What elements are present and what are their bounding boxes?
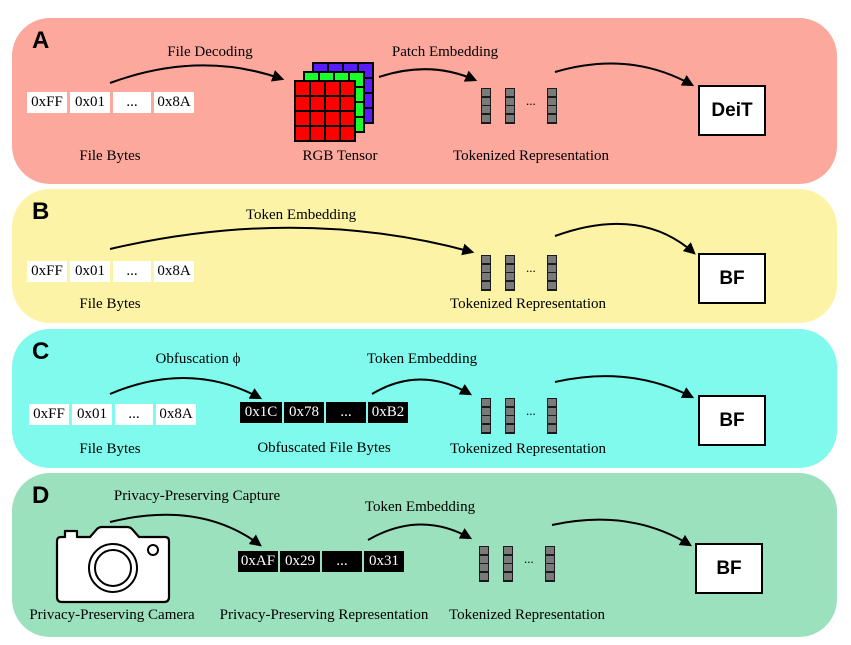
step-label-token-embedding: Token Embedding <box>364 499 476 515</box>
byte-cell: 0x29 <box>280 551 320 572</box>
panel-letter: B <box>32 198 50 225</box>
byte-cell: 0xB2 <box>368 402 408 423</box>
arrow-token-embedding <box>109 226 475 256</box>
byte-cell: ... <box>115 404 153 425</box>
intermediate-label: Obfuscated File Bytes <box>257 440 391 456</box>
token-column-icon <box>481 88 491 124</box>
token-column-icon <box>545 546 555 582</box>
byte-cell: ... <box>326 402 366 423</box>
byte-cell: ... <box>322 551 362 572</box>
token-column-icon <box>479 546 489 582</box>
token-column-icon <box>505 398 515 434</box>
token-ellipsis: ... <box>526 93 536 108</box>
arrow-to-bf-c <box>554 375 695 399</box>
model-box-bf: BF <box>698 395 766 446</box>
input-label: File Bytes <box>79 441 141 457</box>
obfuscated-bytes: 0x1C 0x78 ... 0xB2 <box>240 402 408 423</box>
step-label-privacy-capture: Privacy-Preserving Capture <box>113 488 281 504</box>
file-bytes-b: 0xFF 0x01 ... 0x8A <box>27 261 194 282</box>
byte-cell: 0xFF <box>27 261 67 282</box>
byte-cell: 0x01 <box>70 261 110 282</box>
model-box-bf: BF <box>698 253 766 304</box>
byte-cell: 0xAF <box>238 551 278 572</box>
privacy-bytes: 0xAF 0x29 ... 0x31 <box>238 551 404 572</box>
rgb-tensor-icon <box>294 62 374 142</box>
byte-cell: 0x01 <box>72 404 112 425</box>
byte-cell: 0x31 <box>364 551 404 572</box>
panel-letter: D <box>32 482 50 509</box>
byte-cell: ... <box>113 261 151 282</box>
arrow-token-embedding-d <box>367 523 473 541</box>
input-label: Privacy-Preserving Camera <box>29 607 195 623</box>
step-label-patch-embedding: Patch Embedding <box>391 44 499 60</box>
byte-cell: 0x8A <box>154 92 194 113</box>
step-label-obfuscation: Obfuscation ϕ <box>155 351 241 367</box>
arrow-file-decoding <box>109 64 285 84</box>
tokens-label: Tokenized Representation <box>453 148 609 164</box>
file-bytes-a: 0xFF 0x01 ... 0x8A <box>27 92 194 113</box>
model-box-deit: DeiT <box>698 85 766 136</box>
byte-cell: 0x01 <box>70 92 110 113</box>
token-column-icon <box>505 88 515 124</box>
token-ellipsis: ... <box>524 551 534 566</box>
byte-cell: 0xFF <box>27 92 67 113</box>
byte-cell: 0x8A <box>156 404 196 425</box>
step-label-file-decoding: File Decoding <box>167 44 253 60</box>
token-column-icon <box>547 255 557 291</box>
model-box-bf: BF <box>695 543 763 594</box>
step-label-token-embedding: Token Embedding <box>245 207 357 223</box>
arrow-obfuscation <box>109 376 263 400</box>
byte-cell: ... <box>113 92 151 113</box>
file-bytes-c: 0xFF 0x01 ... 0x8A <box>29 404 196 425</box>
token-column-icon <box>547 398 557 434</box>
tokens-label: Tokenized Representation <box>449 607 605 623</box>
arrow-to-deit <box>554 62 695 87</box>
panel-letter: C <box>32 338 50 365</box>
arrow-patch-embedding <box>378 68 478 82</box>
input-label: File Bytes <box>79 148 141 164</box>
arrow-token-embedding-c <box>371 378 473 396</box>
intermediate-label: RGB Tensor <box>302 148 378 164</box>
token-column-icon <box>505 255 515 291</box>
token-column-icon <box>503 546 513 582</box>
byte-cell: 0x8A <box>154 261 194 282</box>
tokens-label: Tokenized Representation <box>450 296 606 312</box>
byte-cell: 0x78 <box>284 402 324 423</box>
red-channel <box>294 80 356 142</box>
input-label: File Bytes <box>79 296 141 312</box>
token-ellipsis: ... <box>526 260 536 275</box>
token-column-icon <box>481 255 491 291</box>
arrow-to-bf-b <box>554 222 696 255</box>
token-ellipsis: ... <box>526 403 536 418</box>
step-label-token-embedding: Token Embedding <box>366 351 478 367</box>
intermediate-label: Privacy-Preserving Representation <box>219 607 429 623</box>
byte-cell: 0xFF <box>29 404 69 425</box>
panel-letter: A <box>32 27 50 54</box>
arrow-to-bf-d <box>551 518 693 547</box>
token-column-icon <box>481 398 491 434</box>
tokens-label: Tokenized Representation <box>450 441 606 457</box>
arrow-privacy-capture <box>109 513 262 547</box>
token-column-icon <box>547 88 557 124</box>
camera-icon <box>55 525 171 604</box>
byte-cell: 0x1C <box>240 402 282 423</box>
